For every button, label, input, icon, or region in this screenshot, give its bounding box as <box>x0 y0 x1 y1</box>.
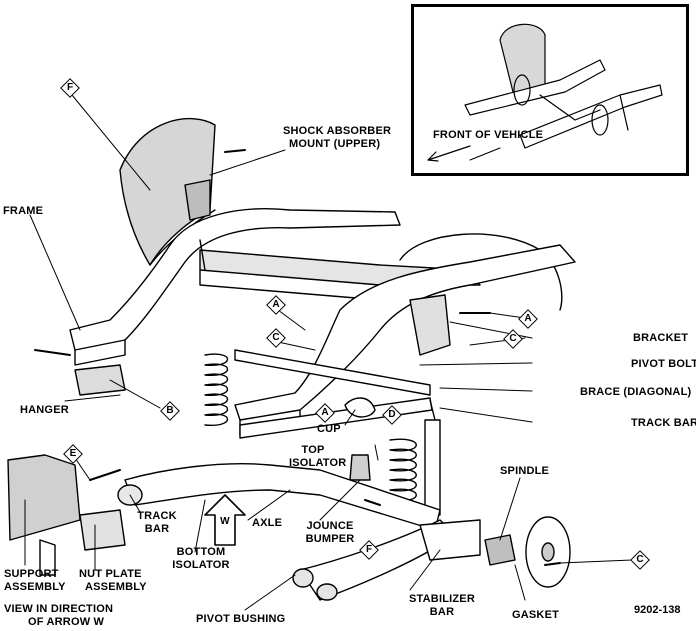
label-axle: AXLE <box>252 517 283 529</box>
callout-a-right: A <box>518 309 538 329</box>
label-track-bar-left-line1: TRACK <box>137 510 177 522</box>
label-support-line1: SUPPORT <box>4 568 59 580</box>
spindle-hub <box>484 534 516 566</box>
callout-d-cup: D <box>382 405 402 425</box>
label-bottom-isolator-line1: BOTTOM <box>176 546 226 558</box>
label-frame: FRAME <box>3 205 44 217</box>
callout-c-upper: C <box>266 328 286 348</box>
fender-shape <box>119 117 216 266</box>
nut-plate-assembly <box>79 509 126 551</box>
label-brace-diagonal: BRACE (DIAGONAL) <box>580 386 692 398</box>
label-bracket: BRACKET <box>633 332 689 344</box>
label-arrow-w: W <box>220 516 230 527</box>
label-view-line2: OF ARROW W <box>28 616 105 628</box>
label-stabilizer-line1: STABILIZER <box>409 593 475 605</box>
label-front-of-vehicle: FRONT OF VEHICLE <box>433 129 544 141</box>
label-pivot-bushing: PIVOT BUSHING <box>196 613 286 625</box>
frame-rail-left <box>69 208 401 351</box>
label-pivot-bolt: PIVOT BOLT <box>631 358 696 370</box>
label-shock-mount-line2: MOUNT (UPPER) <box>289 138 381 150</box>
frame-rail-right <box>234 244 576 421</box>
callout-c-right: C <box>503 329 523 349</box>
callout-f-bottom: F <box>359 540 379 560</box>
label-support-line2: ASSEMBLY <box>4 581 66 593</box>
label-track-bar-left-line2: BAR <box>144 523 170 535</box>
bracket-plate <box>409 294 451 356</box>
label-jounce-line2: BUMPER <box>305 533 355 545</box>
hanger-part <box>74 364 126 396</box>
label-view-line1: VIEW IN DIRECTION <box>4 603 114 615</box>
jounce-bumper <box>349 454 371 481</box>
callout-a-upper: A <box>266 295 286 315</box>
view-arrow-w <box>204 494 246 546</box>
label-bottom-isolator-line2: ISOLATOR <box>172 559 230 571</box>
fender-right <box>399 233 563 311</box>
callout-a-cup: A <box>315 403 335 423</box>
label-nut-plate-line2: ASSEMBLY <box>85 581 147 593</box>
callout-b-hanger: B <box>160 401 180 421</box>
figure-number: 9202-138 <box>634 604 681 616</box>
shock-left <box>199 239 206 271</box>
label-top-isolator-line1: TOP <box>301 444 325 456</box>
inset-frame <box>411 4 689 176</box>
callout-e-left: E <box>63 444 83 464</box>
label-spindle: SPINDLE <box>500 465 550 477</box>
callout-f-top: F <box>60 78 80 98</box>
support-assembly <box>7 454 81 541</box>
label-jounce-line1: JOUNCE <box>306 520 354 532</box>
label-hanger: HANGER <box>20 404 69 416</box>
callout-c-bottom: C <box>630 550 650 570</box>
inset-line-art <box>427 23 663 162</box>
label-nut-plate-line1: NUT PLATE <box>79 568 142 580</box>
label-stabilizer-line2: BAR <box>429 606 455 618</box>
stabilizer-bar <box>419 519 481 561</box>
label-cup: CUP <box>317 423 341 435</box>
left-coil-spring <box>204 353 228 426</box>
track-bar-upper <box>234 349 431 396</box>
label-gasket: GASKET <box>512 609 560 621</box>
label-shock-mount-line1: SHOCK ABSORBER <box>283 125 392 137</box>
label-track-bar-right: TRACK BAR <box>631 417 696 429</box>
label-top-isolator-line2: ISOLATOR <box>289 457 347 469</box>
axle-beam <box>124 463 441 531</box>
shock-right <box>424 419 441 516</box>
right-coil-spring <box>389 438 417 502</box>
